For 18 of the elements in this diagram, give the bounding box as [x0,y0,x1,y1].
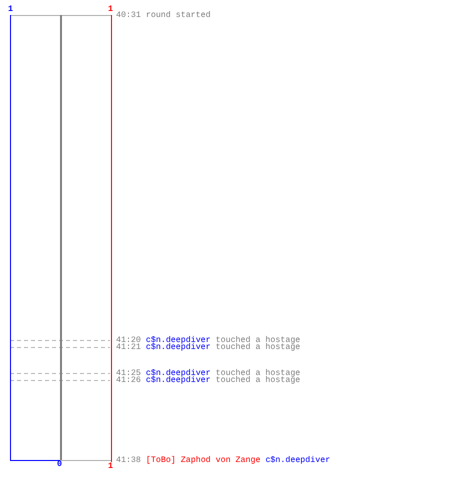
player-name: c$n.deepdiver [146,369,211,378]
score-number: 1 [108,462,113,471]
score-number: 1 [108,5,113,14]
player-name: c$n.deepdiver [146,376,211,385]
player-name: Zaphod von Zange [180,456,260,465]
event-text: touched a hostage [216,343,300,352]
player-name: c$n.deepdiver [265,456,330,465]
timestamp: 41:26 [116,376,141,385]
timestamp: 41:20 [116,336,141,345]
player-name: c$n.deepdiver [146,343,211,352]
timestamp: 41:21 [116,343,141,352]
event-text: touched a hostage [216,376,300,385]
clan-tag: [ToBo] [146,456,176,465]
timestamp: 41:38 [116,456,141,465]
score-number: 1 [8,5,13,14]
player-name: c$n.deepdiver [146,336,211,345]
event-text: 40:31 round started [116,11,211,20]
timestamp: 41:25 [116,369,141,378]
